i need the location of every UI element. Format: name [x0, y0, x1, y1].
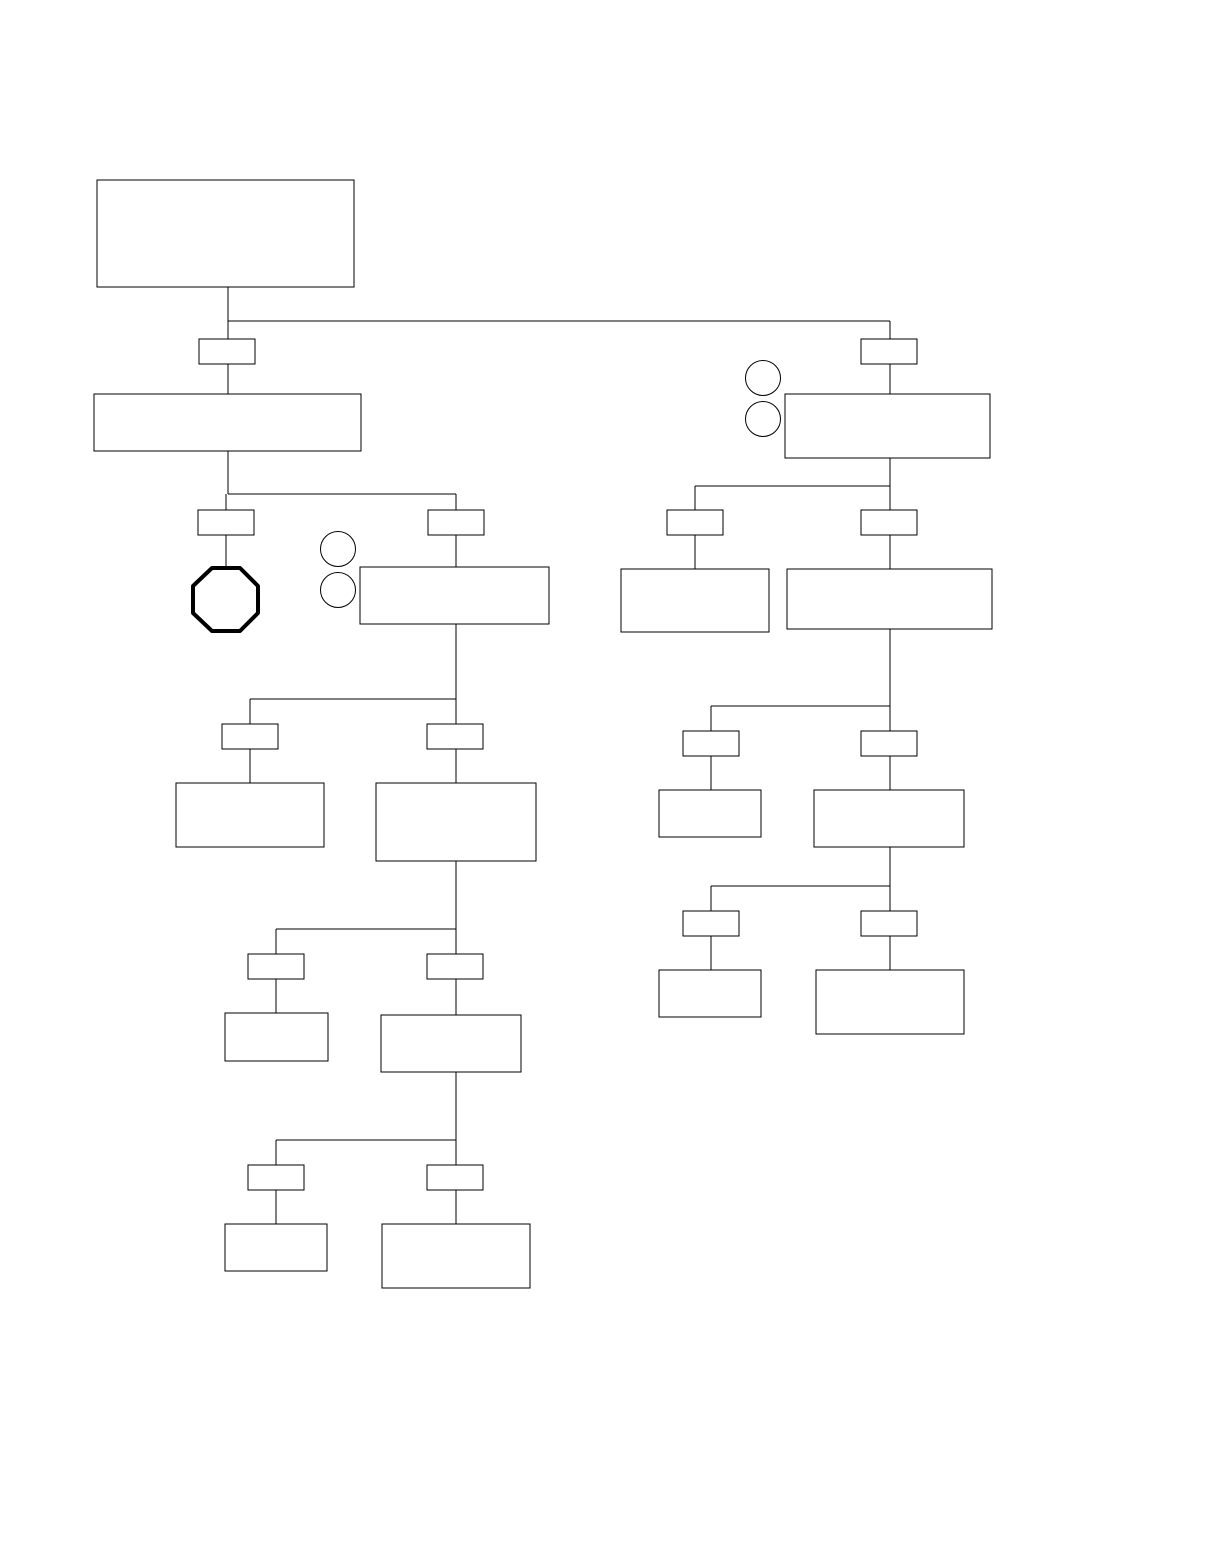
- branch-label-r2-right: [860, 730, 918, 757]
- branch-labels: [197, 338, 918, 1191]
- right-level3-right-box: [813, 789, 965, 848]
- branch-label-root-right: [860, 338, 918, 365]
- reference-markers: [320, 360, 781, 608]
- marker-circle-right-lower: [745, 401, 781, 437]
- branch-label-l2-right: [426, 723, 484, 750]
- right-level4-right-box: [815, 969, 965, 1035]
- right-level4-left-box: [658, 969, 762, 1018]
- level4-middle-box: [380, 1014, 522, 1073]
- branch-label-l1-left: [197, 509, 255, 536]
- branch-label-l3-left: [247, 953, 305, 980]
- level4-left-box: [224, 1012, 329, 1062]
- branch-label-l4-left: [247, 1164, 305, 1191]
- marker-circle-middle-upper: [320, 531, 356, 567]
- marker-circle-middle-lower: [320, 572, 356, 608]
- stop-octagon-icon: [191, 566, 260, 633]
- marker-circle-right-upper: [745, 360, 781, 396]
- level5-left-box: [224, 1223, 328, 1272]
- process-boxes: [93, 179, 993, 1289]
- level1-right-box: [784, 393, 991, 459]
- level2-right-small-box: [620, 568, 770, 633]
- branch-label-l1-right: [427, 509, 485, 536]
- branch-label-r2-left: [682, 730, 740, 757]
- branch-label-root-left: [198, 338, 256, 365]
- branch-label-r3-left: [682, 910, 740, 937]
- level3-middle-box: [375, 782, 537, 862]
- branch-label-r1-left: [666, 509, 724, 536]
- level3-left-box: [175, 782, 325, 848]
- level2-right-box: [786, 568, 993, 630]
- level2-middle-box: [359, 566, 550, 625]
- branch-label-l3-right: [426, 953, 484, 980]
- right-level3-left-box: [658, 789, 762, 838]
- branch-label-r3-right: [860, 910, 918, 937]
- level5-middle-box: [381, 1223, 531, 1289]
- branch-label-r1-right: [860, 509, 918, 536]
- level1-left-box: [93, 393, 362, 452]
- branch-label-l2-left: [221, 723, 279, 750]
- root-box: [96, 179, 355, 288]
- branch-label-l4-right: [426, 1164, 484, 1191]
